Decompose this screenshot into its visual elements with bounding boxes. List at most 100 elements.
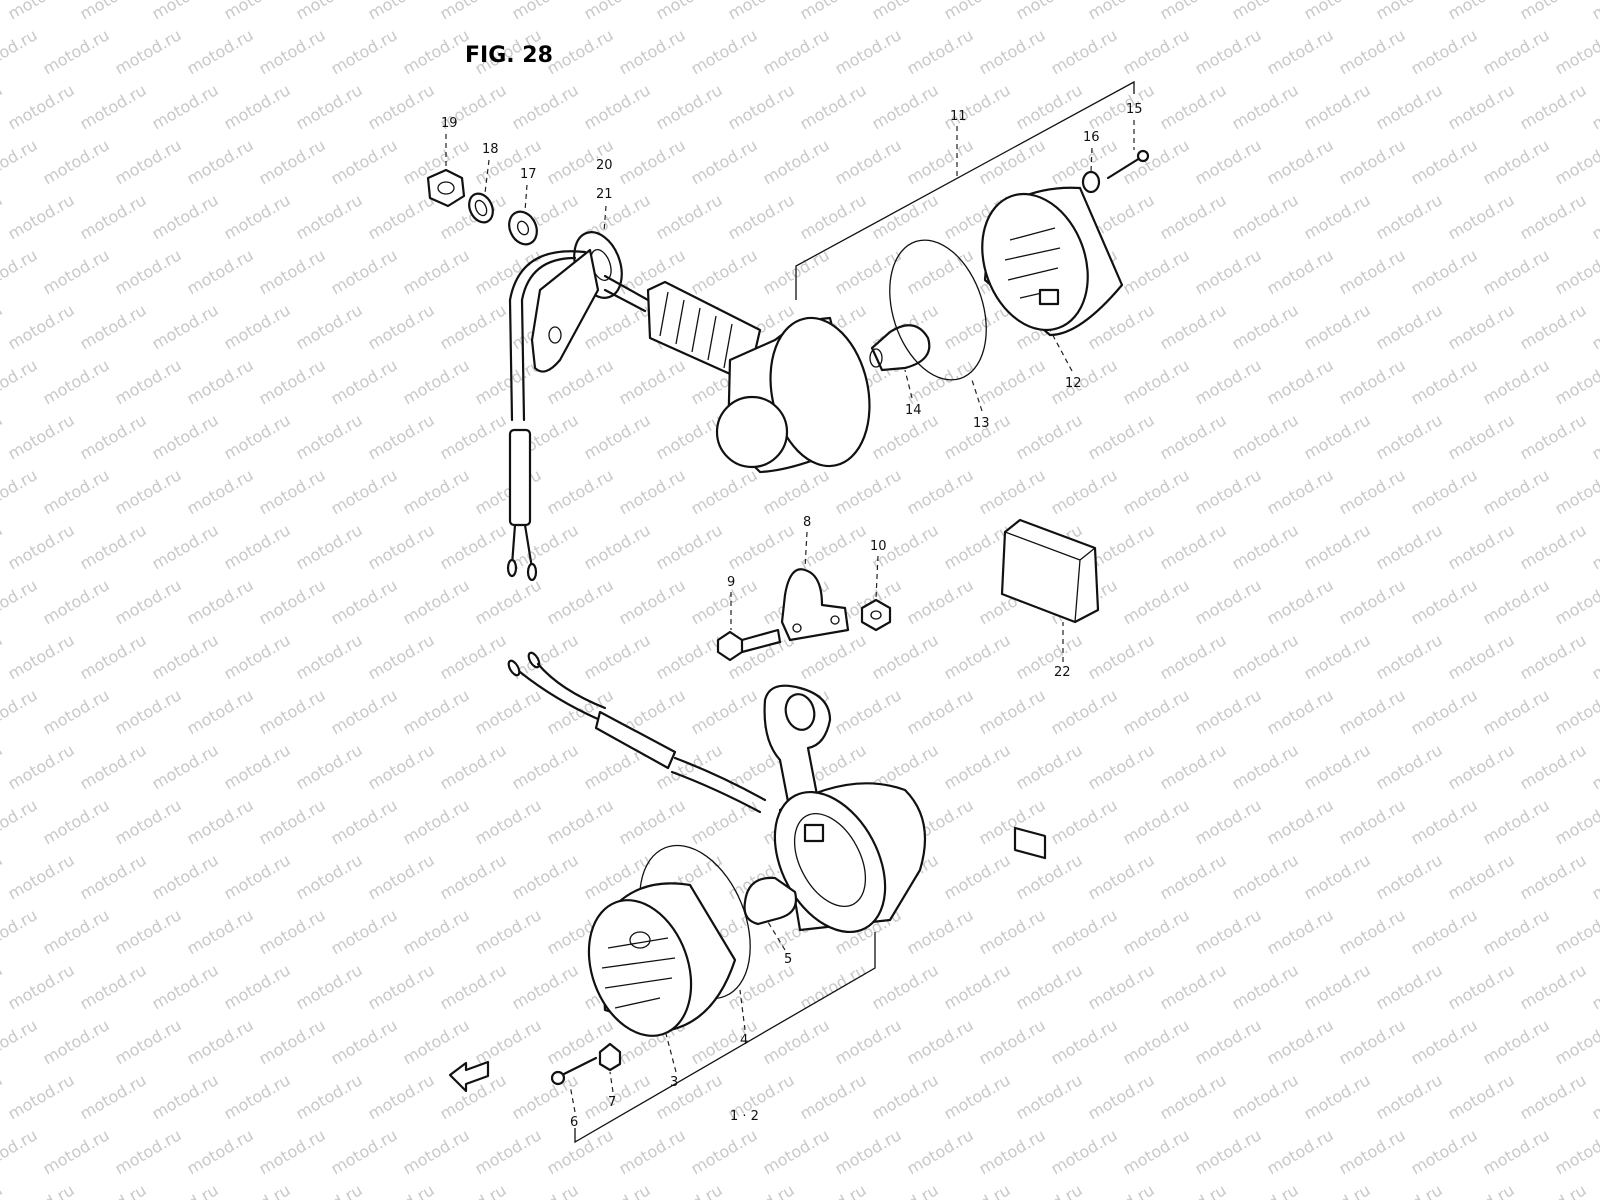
watermark-text: motod.ru bbox=[1408, 575, 1481, 628]
watermark-text: motod.ru bbox=[725, 80, 798, 133]
watermark-text: motod.ru bbox=[0, 850, 6, 903]
watermark-text: motod.ru bbox=[293, 850, 366, 903]
watermark-text: motod.ru bbox=[509, 850, 582, 903]
watermark-text: motod.ru bbox=[1408, 465, 1481, 518]
watermark-text: motod.ru bbox=[221, 850, 294, 903]
watermark-text: motod.ru bbox=[40, 25, 113, 78]
watermark-text: motod.ru bbox=[0, 1180, 6, 1200]
watermark-text: motod.ru bbox=[1301, 850, 1374, 903]
watermark-text: motod.ru bbox=[976, 1125, 1049, 1178]
watermark-text: motod.ru bbox=[1157, 300, 1230, 353]
watermark-text: motod.ru bbox=[1301, 190, 1374, 243]
watermark-text: motod.ru bbox=[184, 1015, 257, 1068]
watermark-text: motod.ru bbox=[437, 630, 510, 683]
watermark-text: motod.ru bbox=[1085, 1070, 1158, 1123]
callout-labels: 19 18 17 20 21 11 16 15 14 13 12 8 9 10 … bbox=[441, 102, 1143, 1130]
watermark-text: motod.ru bbox=[1445, 1180, 1518, 1200]
watermark-text: motod.ru bbox=[472, 465, 545, 518]
watermark-text: motod.ru bbox=[1048, 1125, 1121, 1178]
watermark-text: motod.ru bbox=[1301, 1180, 1374, 1200]
watermark-text: motod.ru bbox=[293, 1070, 366, 1123]
watermark-text: motod.ru bbox=[1229, 1070, 1302, 1123]
watermark-text: motod.ru bbox=[1301, 410, 1374, 463]
watermark-text: motod.ru bbox=[400, 575, 473, 628]
watermark-text: motod.ru bbox=[437, 410, 510, 463]
watermark-text: motod.ru bbox=[256, 355, 329, 408]
callout-11: 11 bbox=[950, 109, 967, 124]
watermark-text: motod.ru bbox=[1517, 1180, 1590, 1200]
watermark-text: motod.ru bbox=[1552, 245, 1600, 298]
watermark-text: motod.ru bbox=[1373, 960, 1446, 1013]
watermark-text: motod.ru bbox=[400, 905, 473, 958]
watermark-text: motod.ru bbox=[653, 520, 726, 573]
watermark-text: motod.ru bbox=[1264, 245, 1337, 298]
watermark-text: motod.ru bbox=[1373, 80, 1446, 133]
watermark-text: motod.ru bbox=[0, 245, 41, 298]
watermark-text: motod.ru bbox=[1085, 850, 1158, 903]
watermark-text: motod.ru bbox=[509, 80, 582, 133]
watermark-text: motod.ru bbox=[1552, 1125, 1600, 1178]
watermark-text: motod.ru bbox=[976, 905, 1049, 958]
watermark-text: motod.ru bbox=[832, 465, 905, 518]
watermark-text: motod.ru bbox=[1589, 300, 1600, 353]
watermark-text: motod.ru bbox=[400, 685, 473, 738]
watermark-text: motod.ru bbox=[256, 245, 329, 298]
watermark-text: motod.ru bbox=[184, 795, 257, 848]
watermark-text: motod.ru bbox=[1408, 245, 1481, 298]
watermark-text: motod.ru bbox=[328, 355, 401, 408]
watermark-text: motod.ru bbox=[760, 1015, 833, 1068]
lower-stay-arm bbox=[763, 684, 832, 814]
watermark-text: motod.ru bbox=[365, 300, 438, 353]
watermark-text: motod.ru bbox=[112, 905, 185, 958]
watermark-text: motod.ru bbox=[1013, 960, 1086, 1013]
watermark-text: motod.ru bbox=[1229, 0, 1302, 23]
watermark-text: motod.ru bbox=[1480, 795, 1553, 848]
watermark-text: motod.ru bbox=[1013, 1070, 1086, 1123]
watermark-text: motod.ru bbox=[1589, 520, 1600, 573]
watermark-text: motod.ru bbox=[256, 795, 329, 848]
watermark-text: motod.ru bbox=[1120, 135, 1193, 188]
watermark-text: motod.ru bbox=[832, 135, 905, 188]
watermark-text: motod.ru bbox=[1480, 1015, 1553, 1068]
watermark-text: motod.ru bbox=[1373, 410, 1446, 463]
callout-21: 21 bbox=[596, 187, 613, 202]
watermark-text: motod.ru bbox=[112, 795, 185, 848]
watermark-text: motod.ru bbox=[328, 245, 401, 298]
watermark-text: motod.ru bbox=[725, 1180, 798, 1200]
watermark-text: motod.ru bbox=[1517, 850, 1590, 903]
watermark-text: motod.ru bbox=[904, 465, 977, 518]
watermark-text: motod.ru bbox=[1480, 905, 1553, 958]
watermark-text: motod.ru bbox=[1264, 905, 1337, 958]
watermark-text: motod.ru bbox=[544, 795, 617, 848]
watermark-text: motod.ru bbox=[400, 25, 473, 78]
watermark-text: motod.ru bbox=[1445, 300, 1518, 353]
watermark-text: motod.ru bbox=[1157, 630, 1230, 683]
watermark-text: motod.ru bbox=[1336, 25, 1409, 78]
watermark-text: motod.ru bbox=[1229, 1180, 1302, 1200]
bracket-line-11 bbox=[795, 80, 1135, 300]
watermark-text: motod.ru bbox=[0, 1125, 41, 1178]
watermark-text: motod.ru bbox=[941, 850, 1014, 903]
watermark-text: motod.ru bbox=[184, 575, 257, 628]
watermark-text: motod.ru bbox=[1264, 685, 1337, 738]
watermark-text: motod.ru bbox=[904, 575, 977, 628]
watermark-text: motod.ru bbox=[472, 1125, 545, 1178]
watermark-text: motod.ru bbox=[5, 190, 78, 243]
watermark-text: motod.ru bbox=[509, 630, 582, 683]
bulb-5 bbox=[743, 876, 798, 926]
callout-9: 9 bbox=[727, 575, 735, 590]
watermark-text: motod.ru bbox=[1192, 1015, 1265, 1068]
watermark-text: motod.ru bbox=[437, 520, 510, 573]
watermark-text: motod.ru bbox=[1085, 410, 1158, 463]
lock-washer-18 bbox=[468, 192, 494, 224]
watermark-text: motod.ru bbox=[112, 685, 185, 738]
watermark-text: motod.ru bbox=[509, 960, 582, 1013]
watermark-text: motod.ru bbox=[112, 135, 185, 188]
watermark-text: motod.ru bbox=[1517, 300, 1590, 353]
watermark-text: motod.ru bbox=[1373, 1180, 1446, 1200]
watermark-text: motod.ru bbox=[221, 80, 294, 133]
watermark-text: motod.ru bbox=[437, 850, 510, 903]
watermark-text: motod.ru bbox=[941, 1180, 1014, 1200]
watermark-text: motod.ru bbox=[976, 685, 1049, 738]
watermark-text: motod.ru bbox=[472, 685, 545, 738]
